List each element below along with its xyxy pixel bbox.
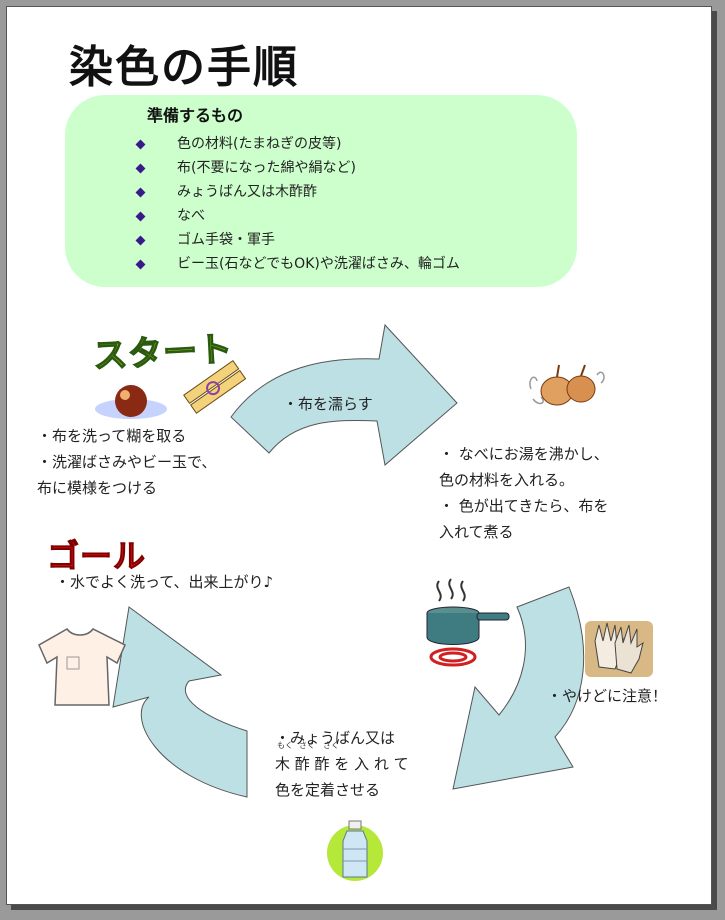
bottle-icon: [327, 820, 383, 881]
goal-label: ゴール: [46, 537, 147, 576]
marble-and-clothespin-icon: [95, 360, 247, 419]
ruby-text: さく: [299, 741, 315, 750]
preparation-box: [65, 95, 577, 287]
preparation-heading: 準備するもの: [147, 106, 244, 125]
arrow-top: [230, 323, 458, 466]
caution-text: ・やけどに注意！: [547, 687, 668, 705]
document-page: 染色の手順 準備するもの 色の材料(たまねぎの皮等) 布(不要になった綿や絹など…: [6, 6, 712, 905]
list-item: ゴム手袋・軍手: [133, 228, 460, 252]
arrow-left: [112, 606, 248, 798]
list-item: 布(不要になった綿や絹など): [133, 156, 460, 180]
page-title: 染色の手順: [69, 42, 299, 93]
tshirt-icon: [38, 628, 126, 706]
list-item: なべ: [133, 204, 460, 228]
start-step-text: ・布を洗って糊を取る ・洗濯ばさみやビー玉で、 布に模様をつける: [37, 427, 217, 497]
wet-step-text: ・布を濡らす: [283, 395, 373, 413]
onion-icon: [529, 364, 605, 406]
list-item: ビー玉(石などでもOK)や洗濯ばさみ、輪ゴム: [133, 252, 460, 276]
ruby-text: さく: [323, 741, 339, 750]
fix-step-text: ・みょうばん又は もく さく さく 木 酢 酢 を 入 れ て 色を定着させる: [275, 729, 409, 799]
preparation-list: 色の材料(たまねぎの皮等) 布(不要になった綿や絹など) みょうばん又は木酢酢 …: [133, 132, 460, 276]
list-item: みょうばん又は木酢酢: [133, 180, 460, 204]
boil-step-text: ・ なべにお湯を沸かし、 色の材料を入れる。 ・ 色が出てきたら、布を 入れて煮…: [439, 445, 609, 541]
ruby-text: もく: [277, 741, 293, 750]
finish-step-text: ・水でよく洗って、出来上がり♪: [55, 573, 274, 591]
gloves-icon: [585, 621, 653, 677]
list-item: 色の材料(たまねぎの皮等): [133, 132, 460, 156]
arrow-right: [452, 586, 585, 790]
pot-on-stove-icon: [426, 578, 510, 667]
cycle-arrows: [112, 323, 585, 798]
